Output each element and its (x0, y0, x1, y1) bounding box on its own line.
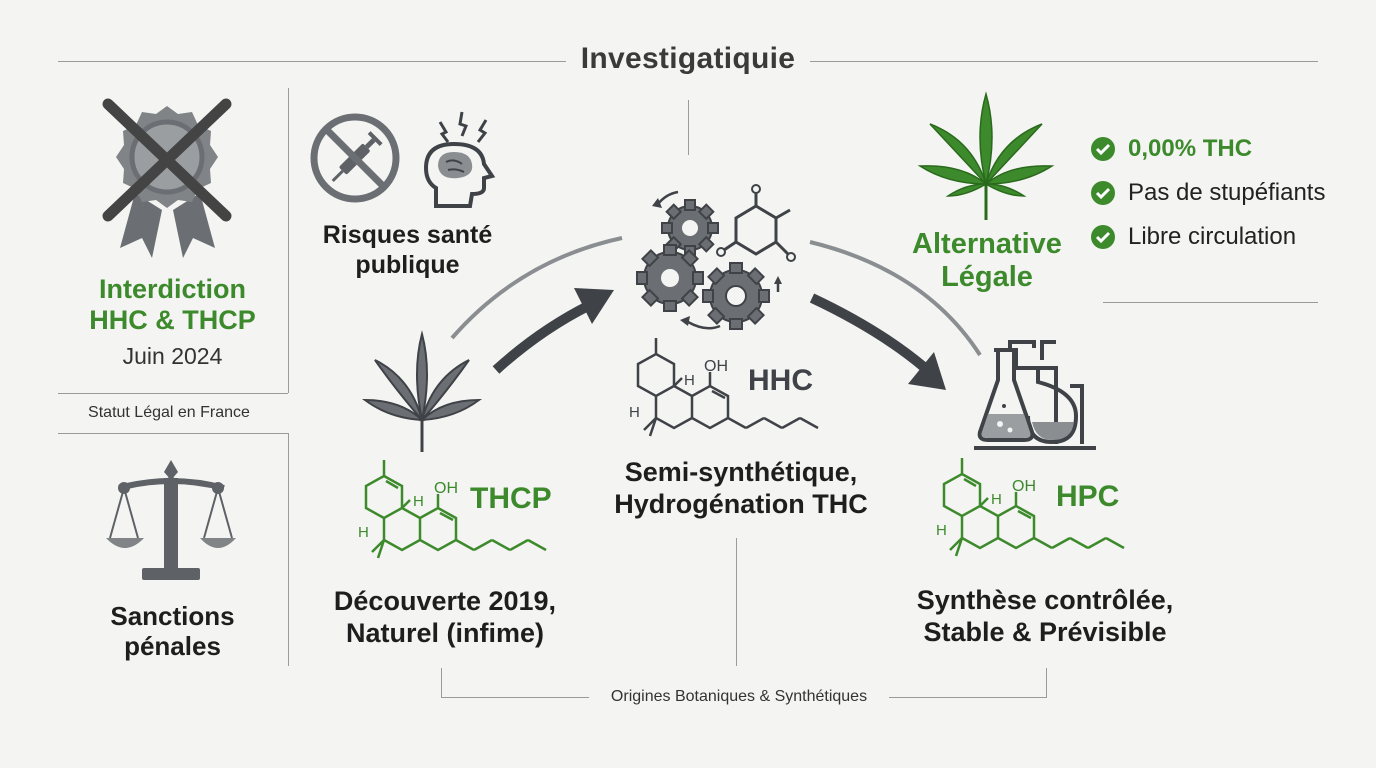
arrow-right (809, 293, 929, 372)
left-divider-vertical-bottom (288, 433, 289, 666)
alternative-line2: Légale (941, 261, 1033, 293)
sanctions-line2: pénales (124, 631, 221, 661)
ban-date: Juin 2024 (122, 343, 223, 369)
arrow-left-head (574, 288, 614, 324)
bottom-bracket-right-tick (1046, 668, 1047, 698)
status-label: Statut Légal en France (88, 404, 250, 421)
check-item-narcotics-label: Pas de stupéfiants (1128, 179, 1326, 206)
bottom-label: Origines Botaniques & Synthétiques (610, 688, 868, 705)
no-syringe-icon (310, 113, 400, 203)
arrow-left (492, 300, 593, 374)
alternative-title: Alternative Légale (892, 228, 1082, 294)
check-circle-icon (1091, 137, 1115, 161)
curve-right (809, 240, 982, 357)
check-item-thc: 0,00% THC (1090, 134, 1252, 164)
bottom-bracket-right (889, 697, 1047, 698)
scales-icon (106, 460, 236, 580)
title-rule-right (810, 61, 1318, 62)
right-divider-horizontal (1103, 302, 1318, 303)
hhc-label: HHC (748, 364, 813, 397)
curve-left (450, 236, 623, 340)
check-circle-icon (1091, 181, 1115, 205)
left-divider-horizontal-bottom (58, 433, 288, 434)
thcp-h-top: H (413, 493, 424, 510)
check-item-circulation-label: Libre circulation (1128, 223, 1297, 250)
cannabis-leaf-green-icon (917, 91, 1055, 220)
thcp-description: Découverte 2019, Naturel (infime) (310, 585, 580, 649)
thcp-label: THCP (470, 482, 552, 515)
hpc-oh: OH (1012, 478, 1036, 495)
bottom-bracket-left-tick (441, 668, 442, 698)
thcp-h-left: H (358, 524, 369, 541)
left-divider-horizontal-top (58, 393, 288, 394)
center-bottom-rule (736, 538, 737, 666)
check-item-narcotics: Pas de stupéfiants (1090, 178, 1325, 208)
health-risks-text: Risques santé publique (300, 220, 515, 280)
hhc-oh: OH (704, 358, 728, 375)
lab-flasks-icon (974, 340, 1096, 450)
sanctions-line1: Sanctions (110, 601, 235, 631)
hpc-h-top: H (991, 491, 1002, 508)
check-circle-icon (1091, 225, 1115, 249)
thcp-desc-line2: Naturel (infime) (345, 618, 545, 648)
thcp-oh: OH (434, 480, 458, 497)
thcp-molecule-icon (364, 460, 547, 559)
bottom-bracket-left (441, 697, 589, 698)
hpc-molecule-icon (942, 458, 1125, 557)
hpc-description: Synthèse contrôlée, Stable & Prévisible (890, 584, 1200, 648)
page-title: Investigatiquie (580, 42, 796, 75)
brain-stress-icon (423, 111, 496, 208)
hhc-h-left: H (629, 404, 640, 421)
check-item-thc-label: 0,00% THC (1128, 135, 1253, 162)
ban-line2: HHC & THCP (89, 305, 256, 335)
hhc-description: Semi-synthétique, Hydrogénation THC (586, 456, 896, 520)
gears-molecule-icon (636, 184, 796, 330)
hhc-desc-line2: Hydrogénation THC (614, 489, 868, 519)
hpc-desc-line1: Synthèse contrôlée, (916, 585, 1174, 615)
crossed-award-icon (102, 98, 232, 258)
hhc-molecule-icon (636, 338, 819, 437)
sanctions-text: Sanctions pénales (60, 601, 285, 661)
hpc-label: HPC (1056, 480, 1120, 513)
hpc-h-left: H (936, 522, 947, 539)
hhc-desc-line1: Semi-synthétique, (624, 457, 858, 487)
arrow-right-head (908, 352, 946, 390)
center-top-rule (688, 100, 689, 155)
health-risks-line1: Risques santé (322, 221, 493, 249)
cannabis-leaf-gray-icon (361, 330, 483, 452)
check-item-circulation: Libre circulation (1090, 222, 1296, 252)
title-rule-left (58, 61, 566, 62)
hhc-h-top: H (684, 372, 695, 389)
thcp-desc-line1: Découverte 2019, (333, 586, 557, 616)
ban-title: Interdiction HHC & THCP (60, 274, 285, 336)
hpc-desc-line2: Stable & Prévisible (923, 617, 1167, 647)
alternative-line1: Alternative (912, 228, 1062, 260)
ban-line1: Interdiction (99, 274, 246, 304)
left-divider-vertical (288, 88, 289, 393)
health-risks-line2: publique (355, 251, 460, 279)
